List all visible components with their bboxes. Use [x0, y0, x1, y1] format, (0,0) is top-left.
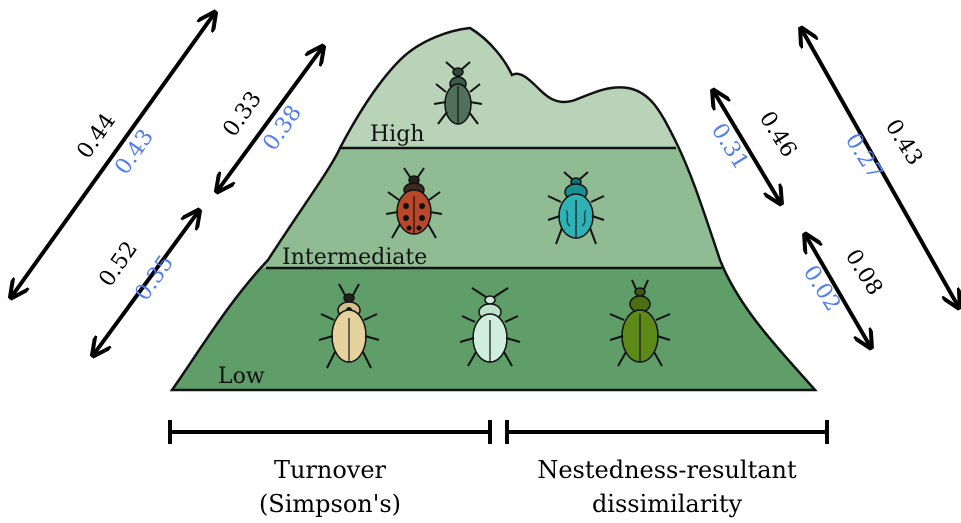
nestedness-caption-line2: dissimilarity [592, 490, 743, 518]
value-blue-low-to-high: 0.43 [110, 125, 159, 179]
nestedness-bracket [507, 420, 827, 444]
turnover-caption-line2: (Simpson's) [259, 490, 401, 518]
value-blue-low-to-intermediate: 0.35 [130, 251, 179, 305]
zone-high [150, 0, 850, 148]
turnover-caption-line1: Turnover [274, 456, 387, 484]
turnover-bracket [170, 420, 490, 444]
value-blue-right-low-to-high: 0.27 [840, 129, 887, 184]
value-dark-right-intermediate-to-high: 0.46 [754, 107, 801, 162]
zone-label-intermediate: Intermediate [282, 245, 427, 270]
value-dark-right-low-to-intermediate: 0.08 [840, 245, 887, 300]
nestedness-caption-line1: Nestedness-resultant [537, 456, 797, 484]
value-dark-right-low-to-high: 0.43 [880, 115, 927, 170]
zone-label-low: Low [218, 364, 265, 389]
zone-label-high: High [370, 122, 424, 147]
zone-intermediate [150, 148, 850, 268]
